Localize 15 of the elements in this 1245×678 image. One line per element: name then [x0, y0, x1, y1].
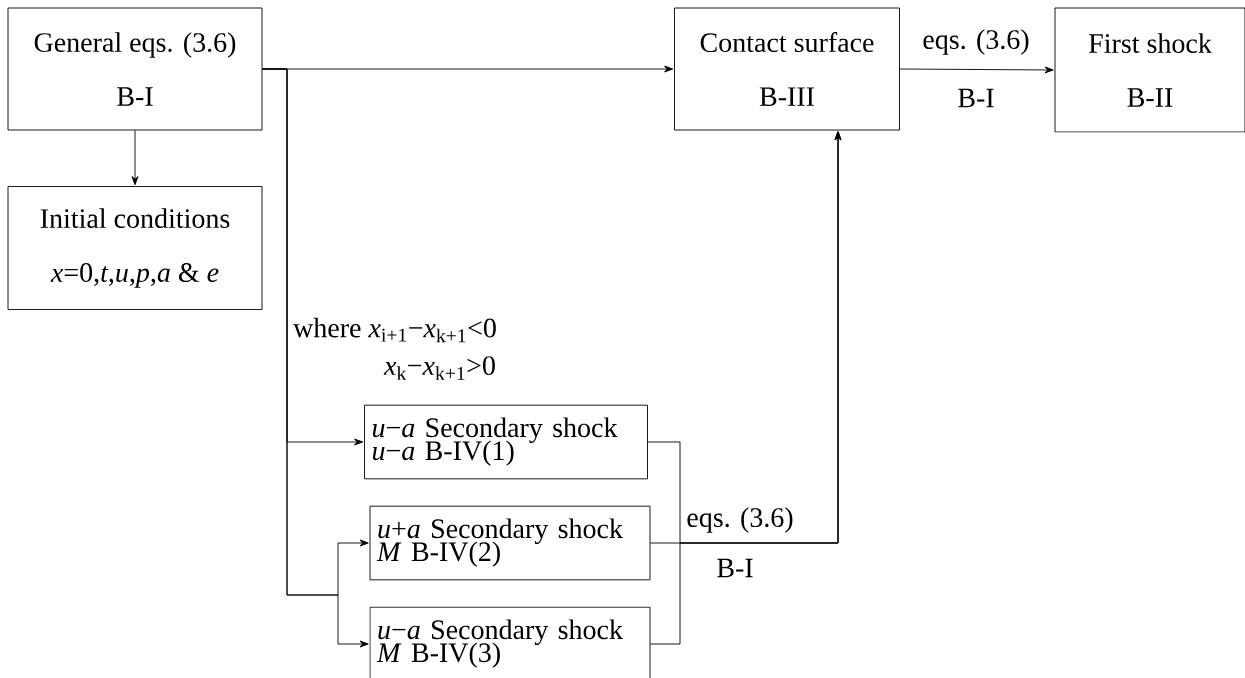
- process-box: General eqs. (3.6) B-I: [7, 7, 263, 131]
- process-box: u−a Secondary shock M B-IV(3): [369, 606, 651, 678]
- arrow: [899, 66, 1054, 74]
- process-box: First shock B-II: [1054, 7, 1245, 133]
- process-box: u−a Secondary shock u−a B-IV(1): [364, 404, 648, 480]
- process-box: Initial conditions x=0,t,u,p,a & e: [7, 186, 263, 310]
- arrow: [650, 131, 842, 645]
- label: B-I: [958, 88, 994, 108]
- label: B-I: [717, 558, 753, 578]
- edge-label: eqs. (3.6): [685, 506, 795, 534]
- label: where x$_{i+1}$−x$_{k+1}$<0: [293, 317, 496, 343]
- edge-label: eqs. (3.6): [921, 28, 1031, 56]
- arrow: [131, 130, 139, 186]
- process-box: Contact surface B-III: [674, 7, 900, 131]
- process-box: u+a Secondary shock M B-IV(2): [369, 505, 651, 581]
